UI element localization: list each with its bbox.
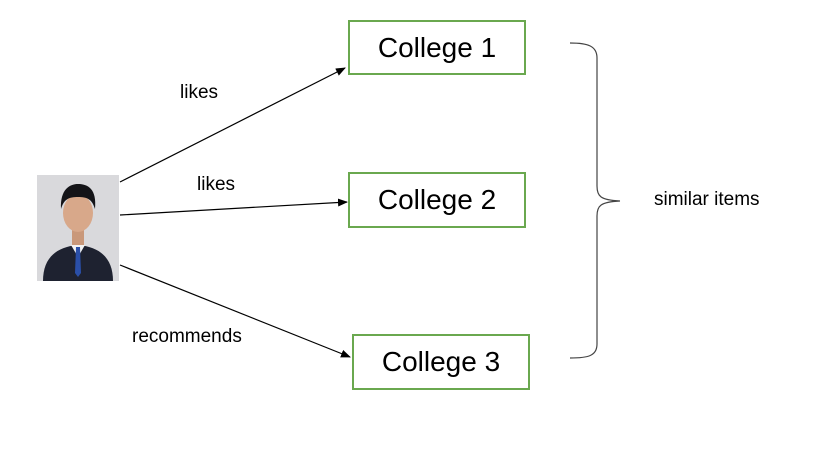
college-2-box: College 2 [348, 172, 526, 228]
edge-user-college-1 [119, 67, 346, 183]
college-2-label: College 2 [377, 184, 497, 215]
college-1-box: College 1 [348, 20, 526, 75]
edge-label-likes-1: likes [180, 82, 219, 103]
edge-user-college-3 [119, 264, 351, 358]
similar-items-brace [569, 42, 621, 359]
college-3-box: College 3 [352, 334, 530, 390]
user-avatar-icon [37, 175, 119, 281]
edge-label-recommends: recommends [132, 326, 242, 347]
college-3-label: College 3 [381, 346, 501, 377]
edge-label-likes-2: likes [197, 174, 236, 195]
college-1-label: College 1 [377, 31, 497, 63]
edge-user-college-2 [119, 198, 348, 216]
similar-items-label: similar items [654, 189, 760, 210]
